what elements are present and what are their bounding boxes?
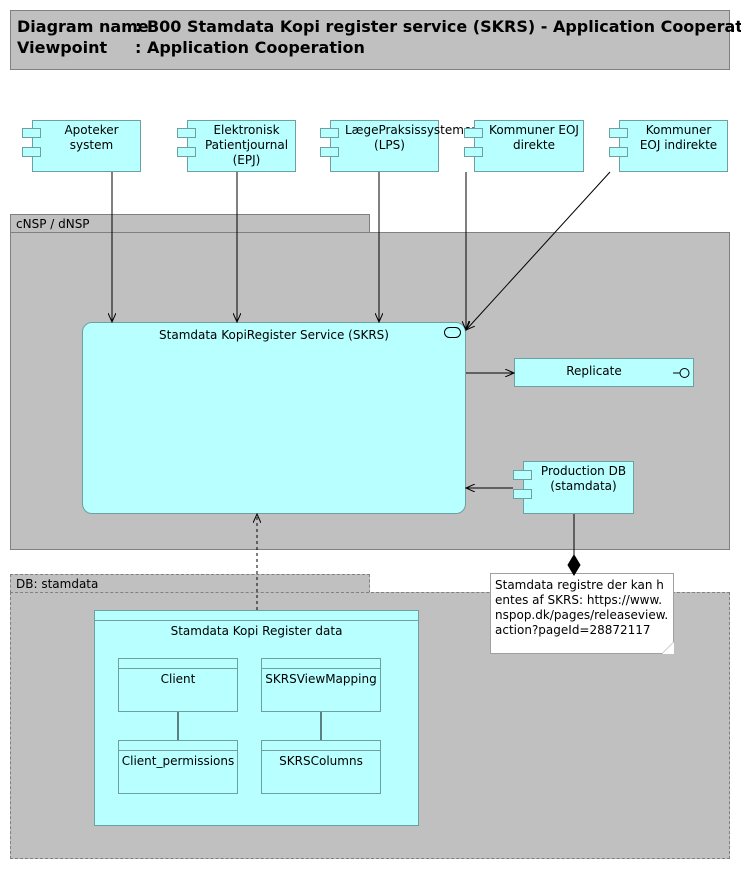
data-item-label: SKRSViewMapping — [265, 672, 377, 686]
service-icon — [444, 327, 461, 338]
data-item-skrs-view-mapping[interactable]: SKRSViewMapping — [261, 658, 381, 712]
component-label: Production DB (stamdata) — [540, 464, 627, 493]
component-nub-icon — [177, 147, 196, 157]
component-kommuner-eoj-indirekte[interactable]: Kommuner EOJ indirekte — [619, 120, 728, 172]
data-item-divider — [262, 750, 380, 751]
data-item-divider — [119, 668, 237, 669]
data-item-client[interactable]: Client — [118, 658, 238, 712]
component-nub-icon — [320, 147, 339, 157]
data-object-divider — [95, 620, 418, 621]
component-nub-icon — [464, 147, 483, 157]
interface-replicate[interactable]: Replicate — [514, 358, 694, 387]
group-cnsp-label: cNSP / dNSP — [16, 217, 90, 231]
component-nub-icon — [320, 128, 339, 138]
interface-icon — [673, 368, 690, 378]
component-epj[interactable]: Elektronisk Patientjournal (EPJ) — [187, 120, 296, 172]
data-item-label: Client_permissions — [121, 754, 235, 768]
composition-diamond-icon — [567, 554, 581, 576]
component-nub-icon — [513, 489, 532, 499]
diagram-name-value: : B00 Stamdata Kopi register service (SK… — [135, 17, 741, 36]
group-cnsp-tab[interactable]: cNSP / dNSP — [10, 214, 370, 233]
component-label: Apoteker system — [64, 123, 119, 152]
diagram-name-row: Diagram name: B00 Stamdata Kopi register… — [17, 17, 741, 36]
service-label: Stamdata KopiRegister Service (SKRS) — [159, 328, 389, 342]
component-production-db[interactable]: Production DB (stamdata) — [523, 461, 634, 514]
data-item-skrs-columns[interactable]: SKRSColumns — [261, 740, 381, 794]
diagram-name-key: Diagram name — [17, 17, 149, 36]
note-stamdata-registre[interactable]: Stamdata registre der kan hentes af SKRS… — [490, 573, 674, 654]
component-lps[interactable]: LægePraksissystemer (LPS) — [330, 120, 477, 172]
component-nub-icon — [609, 128, 628, 138]
viewpoint-value: : Application Cooperation — [135, 38, 365, 57]
component-nub-icon — [22, 128, 41, 138]
component-nub-icon — [22, 147, 41, 157]
component-nub-icon — [609, 147, 628, 157]
group-db-tab[interactable]: DB: stamdata — [10, 574, 370, 593]
component-nub-icon — [177, 128, 196, 138]
data-item-client-permissions[interactable]: Client_permissions — [118, 740, 238, 794]
interface-label: Replicate — [566, 364, 622, 378]
viewpoint-row: Viewpoint : Application Cooperation — [17, 38, 365, 57]
component-nub-icon — [513, 470, 532, 480]
component-label: Kommuner EOJ direkte — [489, 123, 579, 152]
data-item-label: SKRSColumns — [279, 754, 363, 768]
data-item-label: Client — [160, 672, 196, 686]
component-label: LægePraksissystemer (LPS) — [345, 123, 477, 152]
component-label: Kommuner EOJ indirekte — [639, 123, 718, 152]
data-item-divider — [262, 668, 380, 669]
diagram-header: Diagram name: B00 Stamdata Kopi register… — [10, 10, 741, 70]
note-text: Stamdata registre der kan hentes af SKRS… — [495, 578, 669, 637]
component-label: Elektronisk Patientjournal (EPJ) — [204, 123, 289, 167]
data-object-title: Stamdata Kopi Register data — [170, 624, 343, 638]
viewpoint-key: Viewpoint — [17, 38, 108, 57]
data-item-divider — [119, 750, 237, 751]
service-skrs[interactable]: Stamdata KopiRegister Service (SKRS) — [82, 322, 466, 514]
component-nub-icon — [464, 128, 483, 138]
component-apoteker-system[interactable]: Apoteker system — [32, 120, 141, 172]
component-kommuner-eoj-direkte[interactable]: Kommuner EOJ direkte — [474, 120, 584, 172]
group-db-label: DB: stamdata — [16, 577, 99, 591]
